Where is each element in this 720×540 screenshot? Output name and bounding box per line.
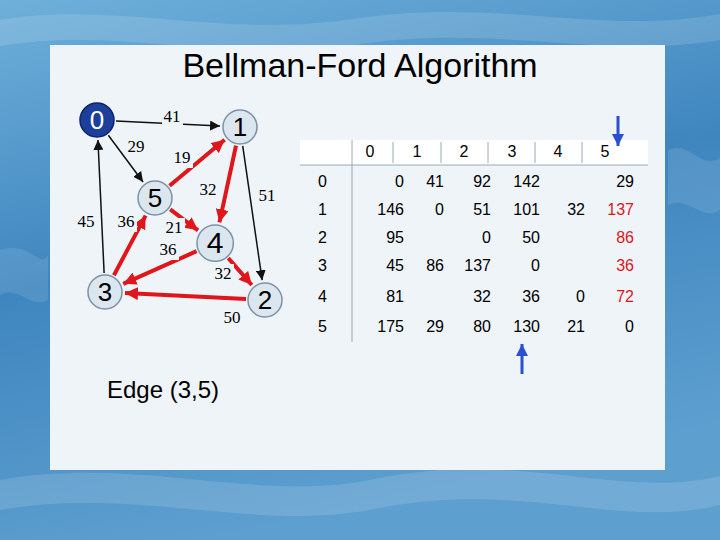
step-caption: Edge (3,5)	[107, 376, 219, 404]
graph-vertex: 1	[222, 109, 258, 145]
edge-weight: 32	[198, 180, 219, 200]
edge-weight: 50	[222, 308, 243, 328]
distance-cell: 0	[395, 173, 404, 191]
grid-line	[393, 142, 394, 163]
distance-cell: 92	[473, 173, 491, 191]
distance-cell: 86	[426, 257, 444, 275]
distance-cell: 81	[386, 288, 404, 306]
grid-line	[488, 142, 489, 163]
distance-cell: 142	[513, 173, 540, 191]
column-pointer	[521, 344, 524, 374]
vertex-circle	[80, 103, 114, 137]
column-header: 0	[366, 143, 375, 161]
slide-panel	[50, 45, 665, 470]
table-grid	[300, 140, 648, 342]
distance-cell: 0	[435, 201, 444, 219]
grid-line	[582, 142, 583, 163]
vertex-circle	[197, 225, 233, 261]
distance-cell: 36	[522, 288, 540, 306]
distance-cell: 86	[616, 229, 634, 247]
row-header: 4	[318, 288, 327, 306]
distance-cell: 0	[625, 318, 634, 336]
distance-cell: 32	[567, 201, 585, 219]
edge-weight: 36	[158, 240, 179, 260]
vertex-number: 0	[90, 107, 104, 133]
column-pointer	[617, 116, 620, 146]
distance-cell: 32	[473, 288, 491, 306]
column-header: 1	[413, 143, 422, 161]
distance-cell: 80	[473, 318, 491, 336]
vertex-number: 2	[258, 287, 272, 313]
water-wave	[0, 12, 720, 50]
row-header: 2	[318, 229, 327, 247]
graph-vertex: 5	[137, 180, 173, 216]
grid-line	[535, 142, 536, 163]
distance-cell: 101	[513, 201, 540, 219]
tree-edge	[170, 140, 225, 186]
distance-cell: 72	[616, 288, 634, 306]
column-header: 3	[508, 143, 517, 161]
distance-cell: 0	[482, 229, 491, 247]
row-header: 0	[318, 173, 327, 191]
vertex-number: 4	[207, 228, 224, 258]
row-header: 5	[318, 318, 327, 336]
tree-edge	[125, 293, 246, 299]
vertex-number: 3	[98, 279, 112, 305]
water-wave	[668, 148, 720, 213]
distance-cell: 29	[616, 173, 634, 191]
distance-cell: 130	[513, 318, 540, 336]
grid-line	[352, 140, 353, 342]
edge-weight: 32	[213, 264, 234, 284]
vertex-circle	[138, 181, 172, 215]
distance-cell: 137	[464, 257, 491, 275]
column-header: 5	[601, 143, 610, 161]
edge-weight: 19	[172, 148, 193, 168]
grid-line	[300, 165, 648, 166]
distance-cell: 36	[616, 257, 634, 275]
distance-cell: 41	[426, 173, 444, 191]
edge-weight: 29	[126, 137, 147, 157]
distance-cell: 146	[377, 201, 404, 219]
edge-weight: 21	[164, 218, 185, 238]
distance-cell: 21	[567, 318, 585, 336]
tree-edge	[219, 146, 236, 223]
distance-cell: 175	[377, 318, 404, 336]
edge-weight: 51	[257, 186, 278, 206]
distance-cell: 29	[426, 318, 444, 336]
vertex-circle	[88, 275, 122, 309]
edge-weight: 41	[162, 107, 183, 127]
vertex-circle	[223, 110, 257, 144]
grid-line	[441, 142, 442, 163]
distance-cell: 51	[473, 201, 491, 219]
distance-cell: 95	[386, 229, 404, 247]
vertex-circle	[248, 283, 282, 317]
row-header: 3	[318, 257, 327, 275]
graph-edge	[98, 140, 104, 273]
distance-cell: 50	[522, 229, 540, 247]
distance-cell: 0	[531, 257, 540, 275]
graph-edge	[243, 146, 262, 280]
distance-cell: 137	[607, 201, 634, 219]
slide-title: Bellman-Ford Algorithm	[0, 46, 720, 85]
distance-cell: 45	[386, 257, 404, 275]
graph-vertex: 2	[247, 282, 283, 318]
water-wave	[0, 469, 720, 516]
column-header: 2	[460, 143, 469, 161]
graph-vertex: 4	[196, 224, 234, 262]
vertex-number: 5	[148, 185, 162, 211]
column-header: 4	[554, 143, 563, 161]
water-wave	[0, 248, 48, 302]
row-header: 1	[318, 201, 327, 219]
vertex-number: 1	[233, 114, 247, 140]
distance-cell: 0	[576, 288, 585, 306]
graph-vertex: 0	[79, 102, 115, 138]
graph-vertex: 3	[87, 274, 123, 310]
edge-weight: 45	[76, 212, 97, 232]
edge-weight: 36	[116, 212, 137, 232]
